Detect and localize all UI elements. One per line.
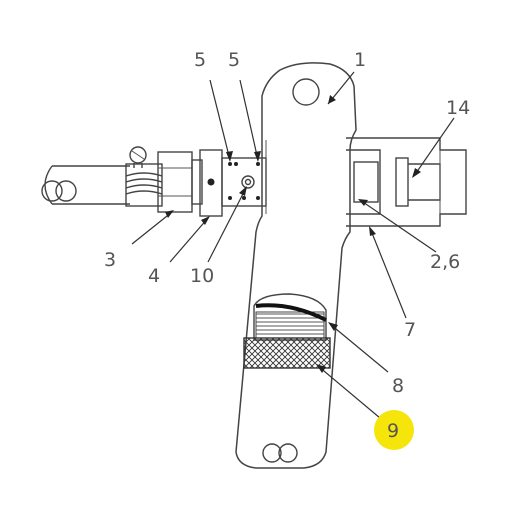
callout-label-10: 10 xyxy=(190,265,214,287)
callout-9-highlight xyxy=(374,410,414,450)
callout-label-5a: 5 xyxy=(194,49,206,71)
callout-label-8: 8 xyxy=(392,375,404,397)
callout-label-3: 3 xyxy=(104,249,116,271)
right-adapter xyxy=(346,137,467,227)
main-body-part xyxy=(235,62,357,469)
left-pipe xyxy=(41,165,130,205)
bottom-nut xyxy=(243,293,331,369)
hex-nut-fitting xyxy=(157,151,203,213)
callout-label-1: 1 xyxy=(354,49,366,71)
leader-lines xyxy=(131,71,455,419)
callout-label-4: 4 xyxy=(148,265,160,287)
callout-label-5b: 5 xyxy=(228,49,240,71)
callout-label-9: 9 xyxy=(387,420,399,442)
callout-label-14: 14 xyxy=(446,97,470,119)
hose-clamp-part xyxy=(125,146,163,207)
callout-label-7: 7 xyxy=(404,319,416,341)
callout-label-2-6: 2,6 xyxy=(430,251,460,273)
nozzle-assembly xyxy=(199,149,267,217)
